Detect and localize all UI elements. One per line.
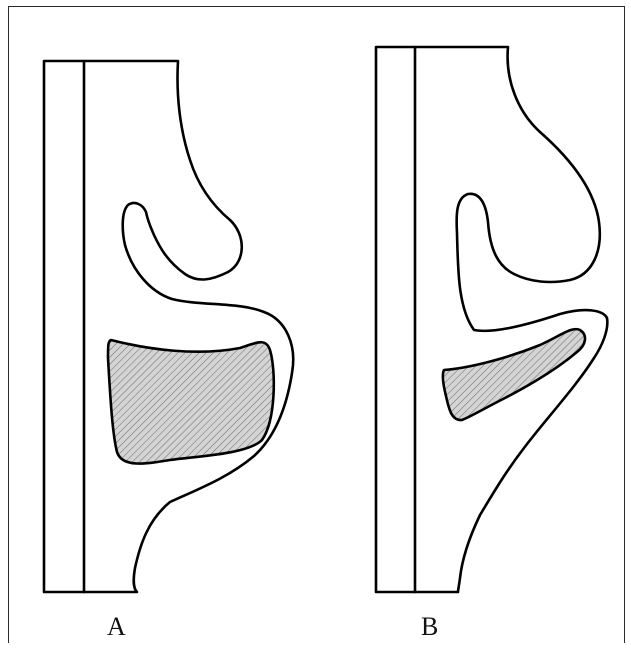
panel-b-outline [376,47,607,592]
panel-a-hatched-region [108,340,274,464]
panel-b-label: B [421,614,438,640]
panel-b [376,47,607,592]
panel-a-outline [44,61,293,592]
panel-a [44,61,293,592]
panel-a-label: A [107,614,126,640]
